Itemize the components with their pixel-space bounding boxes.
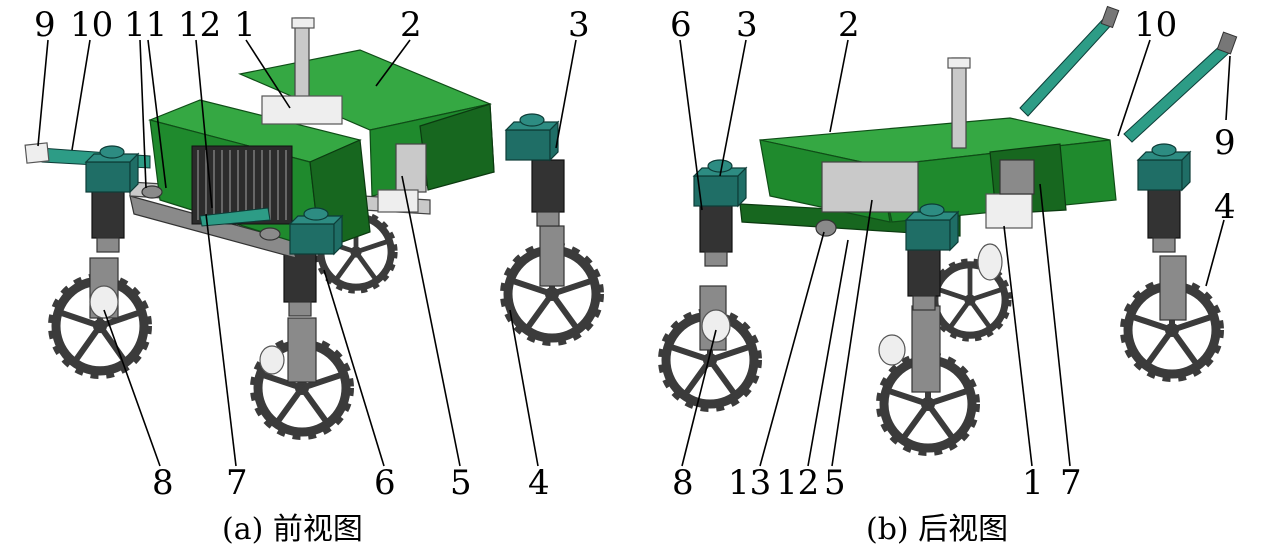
back-labels: 6 3 2 10 9 4 8 13 12 5 1 7 [670, 5, 1236, 503]
caption-back-view: (b) 后视图 [866, 512, 1009, 547]
caption-front-view: (a) 前视图 [222, 512, 363, 547]
front-view [24, 17, 602, 438]
label-front-9: 9 [34, 5, 56, 45]
label-front-10: 10 [70, 5, 113, 45]
label-back-2: 2 [838, 5, 860, 45]
label-back-6: 6 [670, 5, 692, 45]
label-back-8: 8 [672, 463, 694, 503]
label-back-7: 7 [1060, 463, 1082, 503]
label-back-5: 5 [824, 463, 846, 503]
label-front-11: 11 [124, 5, 167, 45]
front-labels: 9 10 11 12 1 2 3 8 7 6 5 4 [34, 5, 590, 503]
label-front-12: 12 [178, 5, 221, 45]
fork [287, 317, 317, 383]
label-back-13: 13 [728, 463, 771, 503]
label-front-4: 4 [528, 463, 550, 503]
leader-lines [37, 39, 1231, 467]
label-back-1: 1 [1022, 463, 1044, 503]
label-back-3: 3 [736, 5, 758, 45]
label-back-4: 4 [1214, 187, 1236, 227]
label-front-7: 7 [226, 463, 248, 503]
label-back-12: 12 [776, 463, 819, 503]
label-front-3: 3 [568, 5, 590, 45]
back-view [660, 5, 1238, 454]
fork [539, 225, 565, 287]
label-front-6: 6 [374, 463, 396, 503]
label-back-10: 10 [1134, 5, 1177, 45]
label-front-1: 1 [234, 5, 256, 45]
label-back-9: 9 [1214, 123, 1236, 163]
label-front-2: 2 [400, 5, 422, 45]
label-front-8: 8 [152, 463, 174, 503]
label-front-5: 5 [450, 463, 472, 503]
